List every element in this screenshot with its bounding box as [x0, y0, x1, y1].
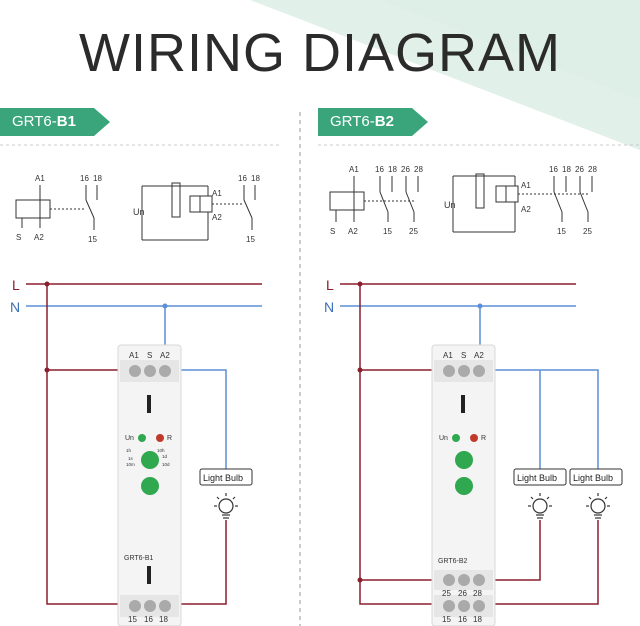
line-n-label-right: N [324, 299, 334, 315]
left-sch-18: 18 [93, 174, 102, 183]
right-sch-un: Un [444, 200, 456, 210]
right-sch-28b: 28 [588, 165, 597, 174]
right-sch-a2b: A2 [521, 205, 531, 214]
decorative-corner-inner [380, 0, 640, 100]
right-sch-26b: 26 [575, 165, 584, 174]
line-l-label-right: L [326, 277, 334, 293]
right-term-15: 15 [442, 615, 451, 624]
right-tag-prefix: GRT6- [330, 113, 375, 130]
light-bulb-right-2-label: Light Bulb [573, 473, 613, 483]
dial-labels: 1h 10h 1s 1d 10m 10d [126, 448, 170, 467]
right-relay-device [431, 344, 496, 626]
left-sch-s: S [16, 233, 21, 242]
right-sch-a1b: A1 [521, 181, 531, 190]
right-sch-26: 26 [401, 165, 410, 174]
left-sch-16b: 16 [238, 174, 247, 183]
left-term-a1: A1 [129, 351, 139, 360]
dial-label: 1h [126, 448, 132, 453]
right-term-16: 16 [458, 615, 467, 624]
right-model-tag: GRT6-B2 [318, 108, 428, 136]
left-sch-18b: 18 [251, 174, 260, 183]
left-sch-a2: A2 [34, 233, 44, 242]
left-sch-15b: 15 [246, 235, 255, 244]
line-n-label-left: N [10, 299, 20, 315]
right-term-s: S [461, 351, 466, 360]
right-term-25: 25 [442, 589, 451, 598]
right-sch-15: 15 [383, 227, 392, 236]
left-model-label: GRT6-B1 [124, 555, 154, 562]
right-term-28: 28 [473, 589, 482, 598]
right-sch-a1: A1 [349, 165, 359, 174]
right-sch-28: 28 [414, 165, 423, 174]
right-term-18: 18 [473, 615, 482, 624]
right-wiring [359, 284, 599, 605]
right-term-26: 26 [458, 589, 467, 598]
left-sch-un: Un [133, 207, 145, 217]
right-sch-16: 16 [375, 165, 384, 174]
left-r-label: R [167, 435, 172, 442]
right-model-label: GRT6-B2 [438, 558, 468, 565]
light-bulb-left [199, 468, 253, 519]
dial-label: 1s [128, 456, 134, 461]
left-term-16: 16 [144, 615, 153, 624]
line-l-label-left: L [12, 277, 20, 293]
dial-label: 10h [157, 448, 165, 453]
left-schematic [15, 182, 256, 241]
left-tag-bold: B1 [56, 113, 76, 130]
right-term-a2: A2 [474, 351, 484, 360]
right-sch-25b: 25 [583, 227, 592, 236]
left-term-a2: A2 [160, 351, 170, 360]
right-sch-18: 18 [388, 165, 397, 174]
left-sch-a2b: A2 [212, 213, 222, 222]
right-sch-a2: A2 [348, 227, 358, 236]
left-sch-a1: A1 [35, 174, 45, 183]
dial-label: 10d [162, 462, 170, 467]
left-sch-15: 15 [88, 235, 97, 244]
light-bulb-right-2 [569, 468, 623, 519]
right-r-label: R [481, 435, 486, 442]
right-sch-18b: 18 [562, 165, 571, 174]
left-sch-a1b: A1 [212, 189, 222, 198]
left-model-tag: GRT6-B1 [0, 108, 110, 136]
light-bulb-right-1-label: Light Bulb [517, 473, 557, 483]
page-title: WIRING DIAGRAM [79, 23, 561, 83]
right-sch-15b: 15 [557, 227, 566, 236]
dial-label: 10m [126, 462, 135, 467]
left-term-18: 18 [159, 615, 168, 624]
light-bulb-left-label: Light Bulb [203, 473, 243, 483]
right-sch-16b: 16 [549, 165, 558, 174]
left-tag-prefix: GRT6- [12, 113, 57, 130]
right-un-label: Un [439, 435, 448, 442]
left-wiring [46, 284, 227, 605]
left-term-s: S [147, 351, 152, 360]
dial-label: 1d [162, 454, 168, 459]
left-sch-16: 16 [80, 174, 89, 183]
right-sch-s: S [330, 227, 335, 236]
right-schematic [329, 173, 593, 233]
right-sch-25: 25 [409, 227, 418, 236]
left-relay-device [117, 344, 182, 626]
right-tag-bold: B2 [374, 113, 394, 130]
right-term-a1: A1 [443, 351, 453, 360]
left-term-15: 15 [128, 615, 137, 624]
light-bulb-right-1 [513, 468, 567, 519]
left-un-label: Un [125, 435, 134, 442]
